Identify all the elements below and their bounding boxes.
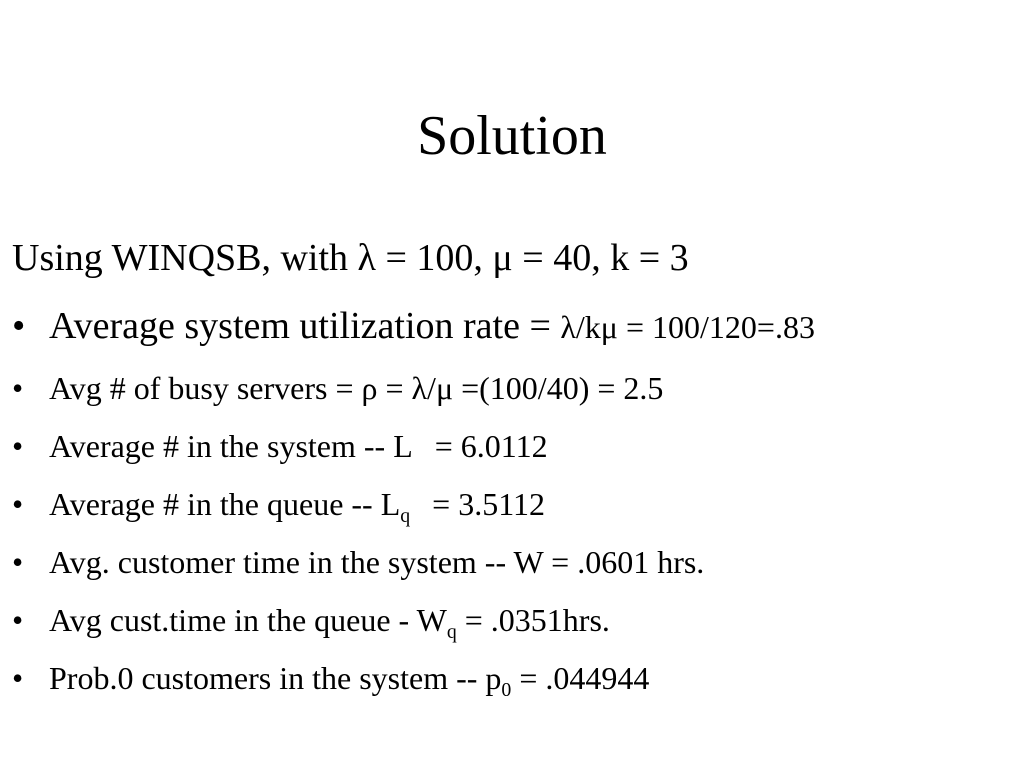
bullet-label: Avg. customer time in the system -- W = … — [49, 544, 705, 580]
bullet-dot: • — [12, 370, 24, 406]
bullet-dot: • — [12, 544, 24, 580]
bullet-prob-zero-customers: • Prob.0 customers in the system -- p0 =… — [12, 652, 815, 710]
bullet-dot: • — [12, 305, 26, 347]
bullet-subscript: q — [446, 620, 457, 643]
bullet-value: = 6.0112 — [434, 428, 548, 464]
bullet-dot: • — [12, 486, 24, 522]
bullet-value: λ/kμ = 100/120=.83 — [560, 309, 815, 345]
bullet-label: Prob.0 customers in the system -- p — [49, 660, 502, 696]
bullet-customer-time-queue: • Avg cust.time in the queue - Wq = .035… — [12, 594, 815, 652]
slide-title: Solution — [417, 105, 607, 167]
bullet-dot: • — [12, 660, 24, 696]
bullet-label: Avg cust.time in the queue - W — [49, 602, 447, 638]
bullet-value: = .0351hrs. — [456, 602, 610, 638]
bullet-subscript: q — [400, 504, 411, 527]
bullet-subscript: 0 — [501, 678, 512, 701]
bullet-list: • Average system utilization rate = λ/kμ… — [12, 300, 815, 710]
intro-line: Using WINQSB, with λ = 100, μ = 40, k = … — [12, 237, 689, 279]
bullet-busy-servers: • Avg # of busy servers = ρ = λ/μ =(100/… — [12, 362, 815, 420]
bullet-customer-time-system: • Avg. customer time in the system -- W … — [12, 536, 815, 594]
bullet-utilization-rate: • Average system utilization rate = λ/kμ… — [12, 300, 815, 362]
bullet-label: Average # in the queue -- L — [49, 486, 401, 522]
bullet-avg-in-system: • Average # in the system -- L = 6.0112 — [12, 420, 815, 478]
bullet-label: Avg # of busy servers = ρ = λ/μ =(100/40… — [49, 370, 664, 406]
bullet-value: = .044944 — [511, 660, 650, 696]
bullet-value: = 3.5112 — [432, 486, 546, 522]
bullet-label: Average system utilization rate = — [49, 305, 561, 347]
bullet-dot: • — [12, 602, 24, 638]
bullet-dot: • — [12, 428, 24, 464]
bullet-avg-in-queue: • Average # in the queue -- Lq = 3.5112 — [12, 478, 815, 536]
bullet-label: Average # in the system -- L — [49, 428, 413, 464]
